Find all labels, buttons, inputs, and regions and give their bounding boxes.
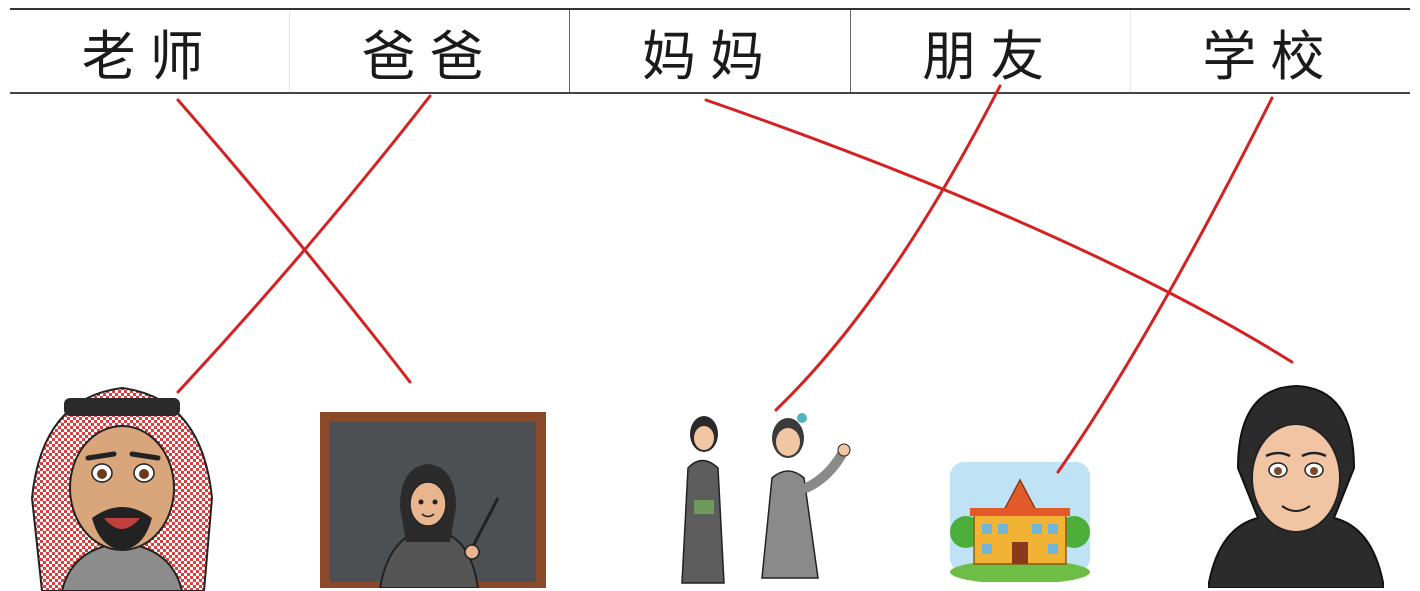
- school-building-icon[interactable]: [950, 462, 1090, 582]
- teacher-at-blackboard-icon[interactable]: [320, 412, 546, 588]
- two-girls-friends-icon[interactable]: [678, 408, 854, 584]
- word-cell-4[interactable]: 朋友: [851, 10, 1131, 92]
- match-line-teacher-to-blackboard: [176, 98, 412, 384]
- man-in-headscarf-icon[interactable]: [22, 378, 222, 591]
- match-line-mom-to-woman: [704, 98, 1294, 364]
- word-cell-1[interactable]: 老师: [10, 10, 291, 92]
- word-cell-5[interactable]: 学校: [1202, 24, 1339, 88]
- word-cell-3[interactable]: 妈妈: [570, 10, 851, 92]
- match-line-dad-to-man: [176, 94, 432, 394]
- match-line-friend-to-girls: [774, 84, 1002, 412]
- word-cell-2[interactable]: 爸爸: [290, 10, 571, 92]
- word-table: 老师 爸爸 妈妈 朋友 学校: [10, 8, 1410, 94]
- woman-in-hijab-icon[interactable]: [1208, 378, 1384, 588]
